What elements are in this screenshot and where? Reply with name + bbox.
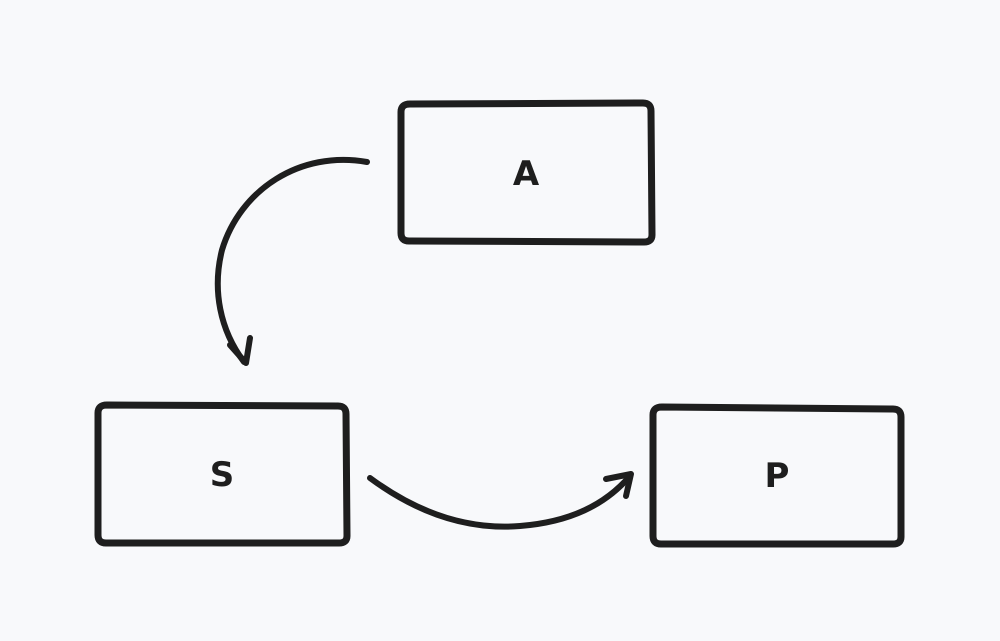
edge-a-to-s[interactable]	[214, 156, 370, 366]
node-s-label: S	[210, 455, 235, 495]
node-p-label: P	[765, 456, 790, 496]
node-a-box	[397, 99, 656, 246]
node-p[interactable]: P	[649, 403, 905, 548]
node-p-box	[649, 403, 905, 548]
edge-s-to-p[interactable]	[367, 471, 634, 530]
node-s[interactable]: S	[94, 401, 351, 547]
node-a[interactable]: A	[397, 99, 656, 246]
edge-s-to-p-arrowhead	[603, 471, 634, 499]
node-a-label: A	[513, 154, 540, 194]
edge-a-to-s-line	[214, 156, 370, 365]
edge-a-to-s-arrowhead	[227, 335, 253, 366]
node-s-box	[94, 401, 351, 547]
edge-s-to-p-line	[367, 473, 633, 530]
